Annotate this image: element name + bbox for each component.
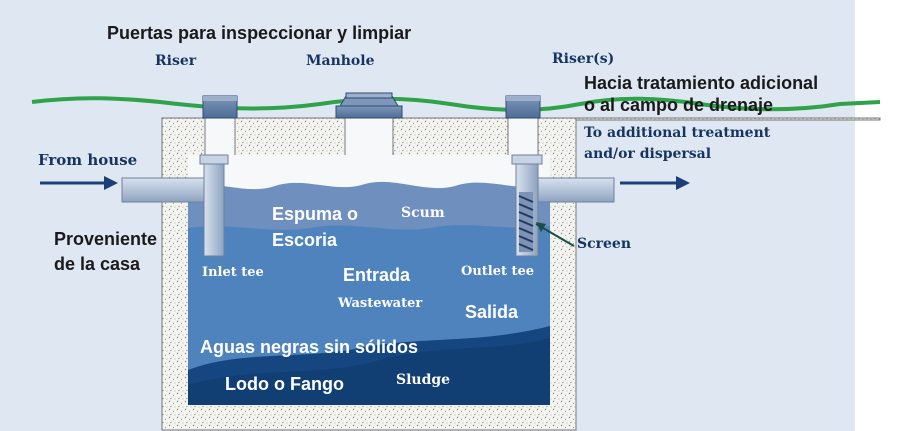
clarified-wastewater-label-es: Aguas negras sin sólidos	[200, 337, 419, 357]
outlet-tee-label: Outlet tee	[461, 264, 535, 279]
from-house-label-es-line2: de la casa	[54, 254, 141, 274]
from-house-label-es-line1: Proveniente	[54, 229, 158, 249]
drainfield-label-es: o al campo de drenaje	[584, 95, 774, 115]
scum-label-es-line2: Escoria	[272, 230, 338, 250]
ground-line	[31, 96, 881, 112]
inflow-arrow	[40, 176, 118, 190]
inlet-tee-label: Inlet tee	[202, 265, 264, 280]
scum-label-es-line1: Espuma o	[272, 204, 359, 224]
from-house-label: From house	[38, 151, 138, 169]
scum-layer	[188, 181, 550, 230]
inlet-tee	[203, 159, 225, 257]
manhole-label: Manhole	[306, 53, 375, 69]
scum-label: Scum	[401, 205, 445, 221]
riser-label: Riser	[155, 53, 197, 69]
effluent-screen	[518, 192, 534, 252]
wastewater-label: Wastewater	[338, 296, 423, 311]
dispersal-label: and/or dispersal	[584, 146, 712, 162]
inlet-label-es: Entrada	[343, 265, 411, 285]
further-treatment-label-es: Hacia tratamiento adicional	[584, 73, 819, 93]
outlet-label-es: Salida	[465, 302, 519, 322]
inspection-doors-label: Puertas para inspeccionar y limpiar	[107, 23, 412, 43]
outlet-riser-cap	[505, 95, 541, 119]
sludge-label: Sludge	[396, 372, 451, 388]
outflow-arrow	[620, 176, 690, 190]
inlet-riser-cap	[202, 95, 238, 119]
manhole-cover	[335, 92, 403, 119]
risers-label: Riser(s)	[552, 51, 615, 67]
screen-label: Screen	[577, 236, 632, 252]
additional-treatment-label: To additional treatment	[584, 125, 771, 141]
sludge-label-es: Lodo o Fango	[225, 374, 344, 394]
